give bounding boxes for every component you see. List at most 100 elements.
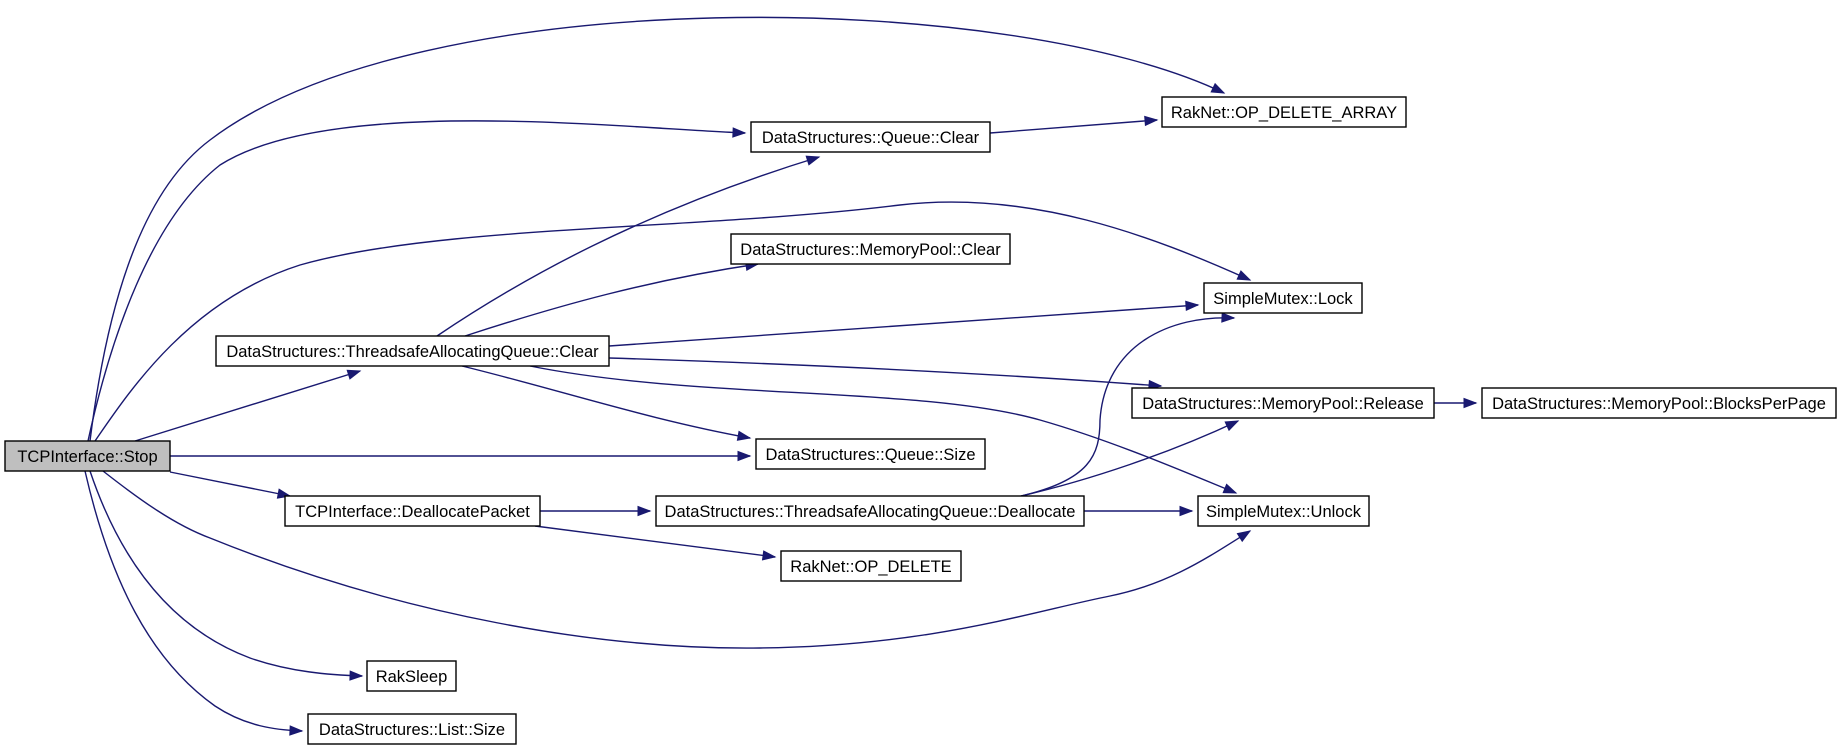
node-blocksperpage[interactable]: DataStructures::MemoryPool::BlocksPerPag… bbox=[1481, 387, 1837, 419]
edge-taqdealloc-to-mempoolrelease bbox=[1020, 420, 1240, 497]
arrow-head-icon bbox=[1185, 300, 1200, 312]
node-label: DataStructures::Queue::Clear bbox=[762, 129, 980, 147]
edge-line bbox=[87, 120, 746, 442]
node-label: DataStructures::List::Size bbox=[319, 721, 505, 739]
arrow-head-icon bbox=[737, 450, 752, 462]
node-queuesize[interactable]: DataStructures::Queue::Size bbox=[755, 438, 986, 470]
node-box bbox=[366, 660, 457, 692]
arrow-head-icon bbox=[1179, 505, 1194, 517]
edge-line bbox=[84, 470, 303, 732]
node-mutexunlock[interactable]: SimpleMutex::Unlock bbox=[1197, 495, 1370, 527]
edge-stop-to-queueclear bbox=[87, 120, 747, 442]
edge-stop-to-taqclear bbox=[134, 369, 362, 442]
node-label: SimpleMutex::Unlock bbox=[1206, 503, 1362, 521]
node-label: RakSleep bbox=[376, 668, 448, 686]
node-label: RakNet::OP_DELETE bbox=[790, 558, 951, 576]
node-label: DataStructures::Queue::Size bbox=[765, 446, 975, 464]
arrow-head-icon bbox=[1210, 82, 1226, 94]
arrow-head-icon bbox=[1222, 483, 1238, 494]
edge-line bbox=[436, 156, 820, 337]
arrow-head-icon bbox=[1236, 270, 1252, 281]
node-label: DataStructures::MemoryPool::Clear bbox=[740, 241, 1001, 259]
edge-taqclear-to-queueclear bbox=[436, 155, 821, 337]
node-layer: TCPInterface::Stop RakNet::OP_DELETE_ARRA… bbox=[4, 96, 1837, 745]
edge-line bbox=[464, 263, 759, 337]
node-box bbox=[730, 233, 1011, 265]
edge-queueclear-to-opdeletearray bbox=[989, 115, 1159, 134]
node-box bbox=[1203, 282, 1363, 314]
arrow-head-icon bbox=[349, 670, 364, 681]
node-box bbox=[655, 495, 1085, 527]
node-listsize[interactable]: DataStructures::List::Size bbox=[307, 713, 517, 745]
node-taqclear[interactable]: DataStructures::ThreadsafeAllocatingQueu… bbox=[215, 335, 610, 367]
edge-deallocpacket-to-opdelete bbox=[534, 525, 777, 561]
edge-stop-to-queuesize bbox=[170, 450, 752, 462]
node-label: DataStructures::MemoryPool::BlocksPerPag… bbox=[1492, 395, 1826, 413]
node-box bbox=[215, 335, 610, 367]
node-opdelete[interactable]: RakNet::OP_DELETE bbox=[780, 550, 962, 582]
edge-line bbox=[169, 471, 291, 497]
arrow-head-icon bbox=[805, 155, 821, 166]
node-box bbox=[755, 438, 986, 470]
arrow-head-icon bbox=[1224, 420, 1240, 432]
node-opdeletearray[interactable]: RakNet::OP_DELETE_ARRAY bbox=[1161, 96, 1407, 128]
edge-line bbox=[1020, 420, 1239, 497]
arrow-head-icon bbox=[637, 505, 652, 517]
edge-line bbox=[89, 470, 363, 677]
node-label: DataStructures::ThreadsafeAllocatingQueu… bbox=[226, 343, 599, 361]
edge-line bbox=[102, 470, 1251, 649]
arrow-head-icon bbox=[736, 430, 752, 441]
edge-stop-to-opdeletearray bbox=[89, 16, 1226, 442]
node-box bbox=[1197, 495, 1370, 527]
node-taqdealloc[interactable]: DataStructures::ThreadsafeAllocatingQueu… bbox=[655, 495, 1085, 527]
node-mutexlock[interactable]: SimpleMutex::Lock bbox=[1203, 282, 1363, 314]
node-box bbox=[750, 121, 991, 153]
node-box bbox=[1161, 96, 1407, 128]
edge-line bbox=[534, 525, 776, 558]
edge-stop-to-mutexunlock bbox=[102, 470, 1252, 649]
node-raksleep[interactable]: RakSleep bbox=[366, 660, 457, 692]
node-box bbox=[307, 713, 517, 745]
edge-line bbox=[608, 357, 1162, 387]
edge-line bbox=[608, 304, 1199, 347]
node-box bbox=[780, 550, 962, 582]
node-box bbox=[4, 440, 171, 472]
edge-deallocpacket-to-taqdealloc bbox=[540, 505, 652, 517]
node-box bbox=[1481, 387, 1837, 419]
node-box bbox=[284, 495, 541, 527]
node-mempoolclear[interactable]: DataStructures::MemoryPool::Clear bbox=[730, 233, 1011, 265]
node-mempoolrelease[interactable]: DataStructures::MemoryPool::Release bbox=[1131, 387, 1435, 419]
arrow-head-icon bbox=[346, 369, 362, 380]
edge-line bbox=[461, 365, 751, 439]
edge-line bbox=[89, 16, 1225, 442]
node-deallocpacket[interactable]: TCPInterface::DeallocatePacket bbox=[284, 495, 541, 527]
edge-taqclear-to-queuesize bbox=[461, 365, 752, 441]
edge-line bbox=[529, 365, 1237, 494]
edge-line bbox=[94, 201, 1251, 442]
node-queueclear[interactable]: DataStructures::Queue::Clear bbox=[750, 121, 991, 153]
edge-taqclear-to-mutexunlock bbox=[529, 365, 1238, 494]
edge-taqclear-to-mempoolclear bbox=[464, 260, 760, 337]
edge-mempoolrelease-to-blocksperpage bbox=[1434, 397, 1478, 409]
arrow-head-icon bbox=[1236, 530, 1252, 543]
arrow-head-icon bbox=[732, 127, 747, 138]
edge-line bbox=[1020, 317, 1235, 497]
edge-stop-to-deallocpacket bbox=[169, 471, 292, 499]
node-label: SimpleMutex::Lock bbox=[1213, 290, 1353, 308]
node-stop[interactable]: TCPInterface::Stop bbox=[4, 440, 171, 472]
arrow-head-icon bbox=[1463, 397, 1478, 409]
node-label: DataStructures::MemoryPool::Release bbox=[1142, 395, 1424, 413]
edge-taqdealloc-to-mutexunlock bbox=[1084, 505, 1194, 517]
edge-line bbox=[134, 370, 361, 442]
arrow-head-icon bbox=[289, 725, 304, 736]
edge-stop-to-listsize bbox=[84, 470, 304, 736]
edge-taqclear-to-mempoolrelease bbox=[608, 357, 1163, 391]
arrow-head-icon bbox=[761, 550, 777, 561]
node-label: RakNet::OP_DELETE_ARRAY bbox=[1171, 104, 1397, 122]
edge-taqdealloc-to-mutexlock bbox=[1020, 312, 1236, 497]
arrow-head-icon bbox=[1144, 115, 1159, 127]
edge-layer bbox=[84, 16, 1478, 736]
node-label: TCPInterface::Stop bbox=[17, 448, 157, 466]
edge-stop-to-mutexlock bbox=[94, 201, 1252, 442]
